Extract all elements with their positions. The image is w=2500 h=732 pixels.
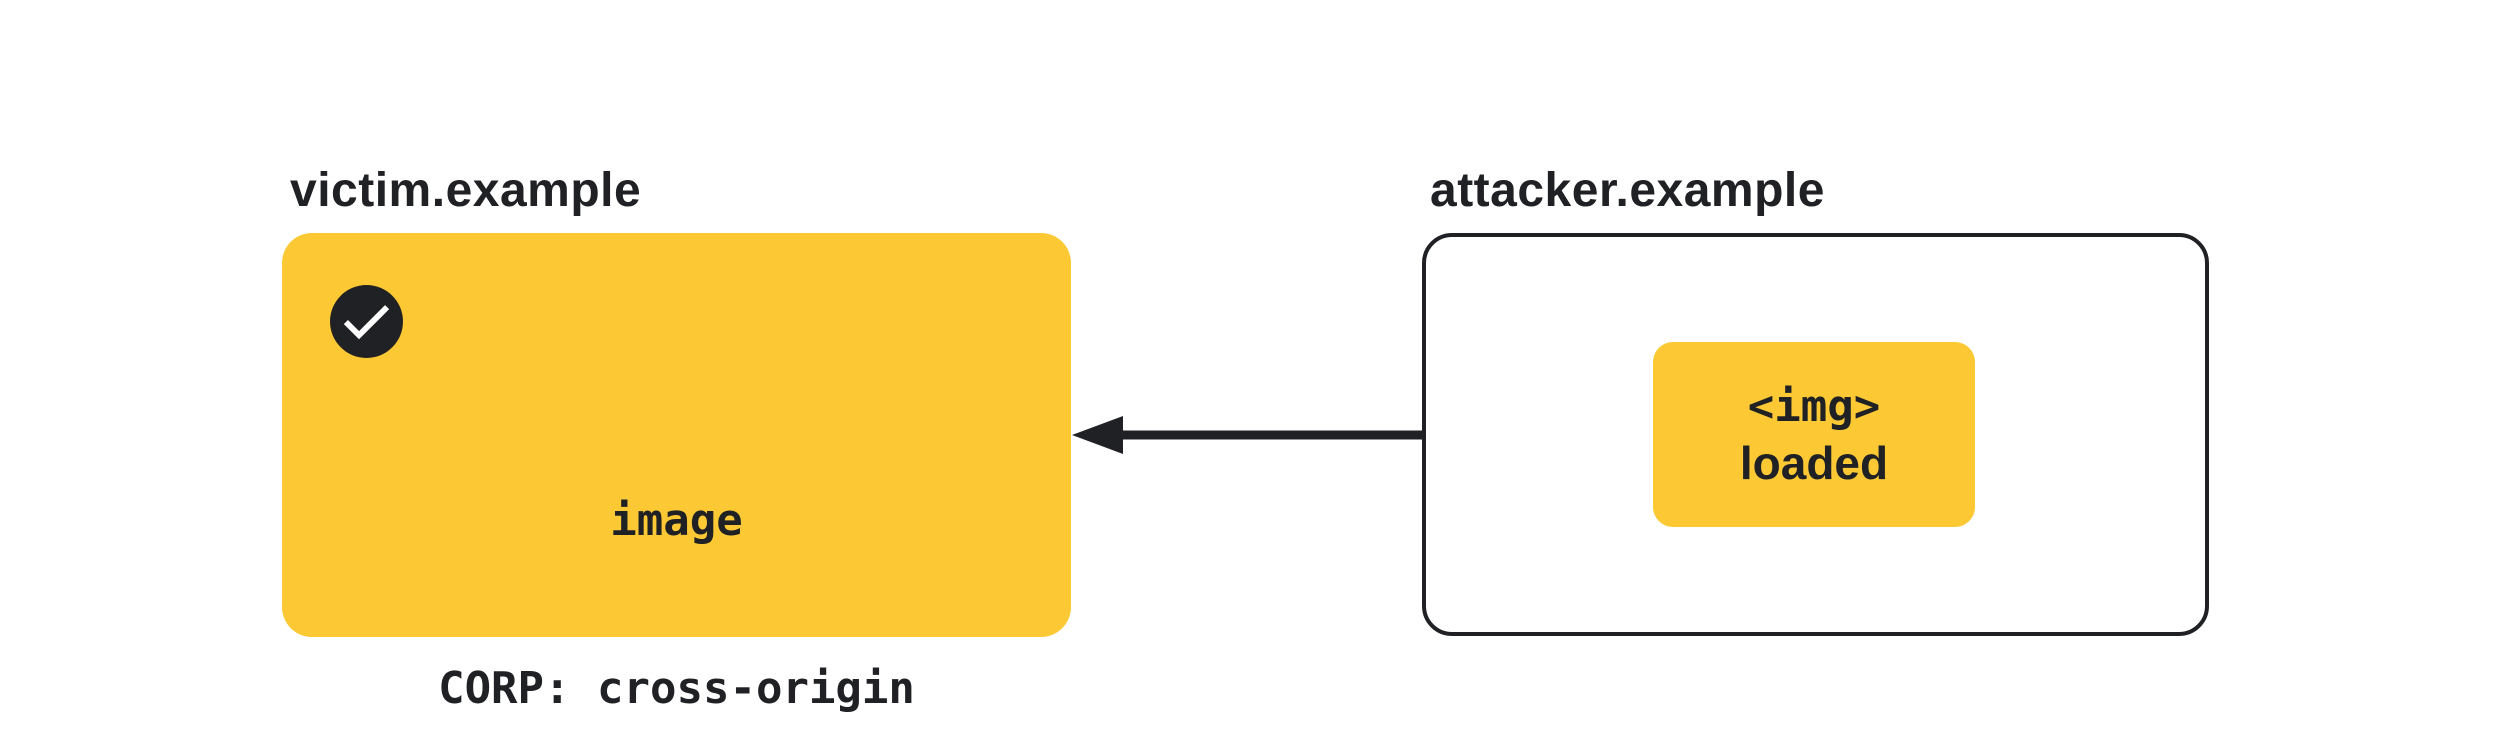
victim-resource-line1: image xyxy=(610,495,743,546)
victim-origin-box: image CORP: cross-origin xyxy=(282,233,1071,714)
img-loaded-label: loaded xyxy=(1739,436,1889,489)
victim-origin-label: victim.example xyxy=(290,164,642,217)
check-circle-icon xyxy=(330,285,403,358)
img-loaded-box: <img> loaded xyxy=(1653,342,1975,527)
attacker-origin-label: attacker.example xyxy=(1430,164,1825,217)
img-tag-label: <img> xyxy=(1747,380,1881,432)
victim-resource-text: image CORP: cross-origin xyxy=(282,381,1071,732)
victim-resource-line2: CORP: cross-origin xyxy=(438,663,915,714)
